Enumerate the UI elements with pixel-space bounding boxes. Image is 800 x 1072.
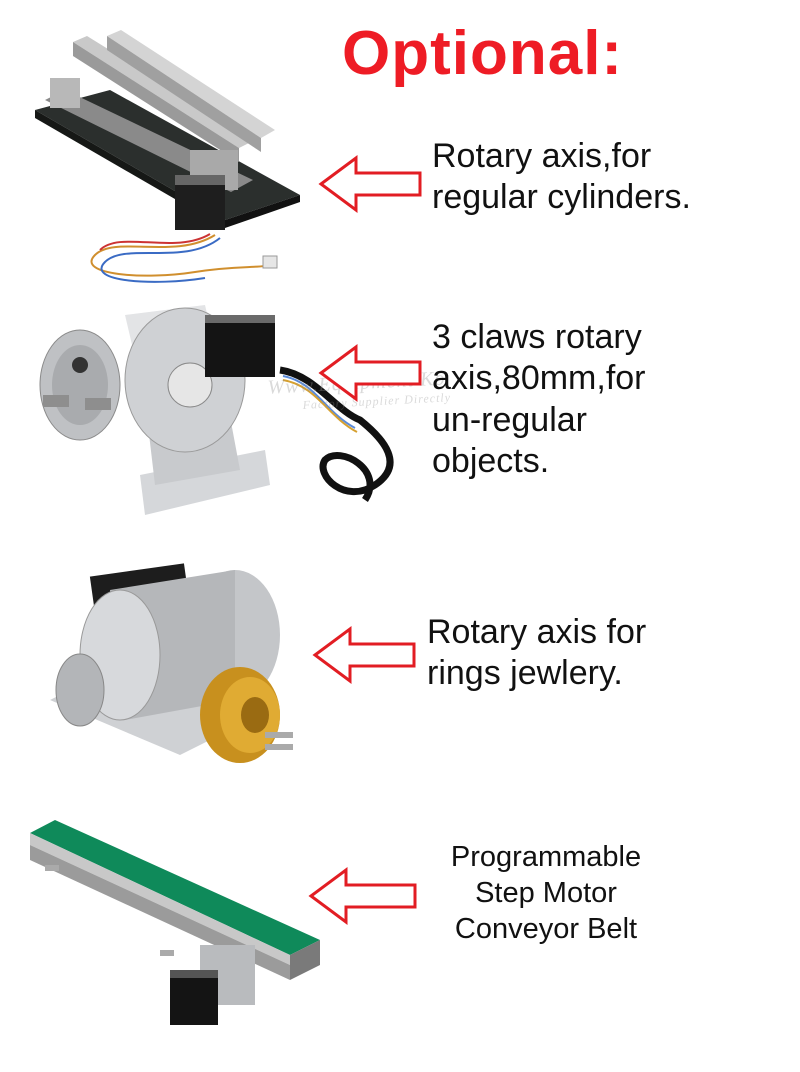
caption-rotary-axis-3-claws: 3 claws rotary axis,80mm,for un-regular …: [432, 318, 646, 481]
chuck-rotary-axis-image: [39, 305, 394, 515]
arrow-left-icon: [318, 344, 422, 402]
caption-rotary-axis-rings: Rotary axis for rings jewlery.: [427, 613, 647, 693]
conveyor-belt-image: [30, 820, 320, 1025]
arrow-left-icon: [318, 155, 422, 213]
page-title: Optional:: [342, 19, 624, 88]
caption-rotary-axis-regular: Rotary axis,for regular cylinders.: [432, 137, 691, 217]
ring-rotary-axis-image: [50, 563, 293, 763]
arrow-left-icon: [308, 867, 417, 925]
arrow-left-icon: [312, 626, 416, 684]
caption-conveyor-belt: Programmable Step Motor Conveyor Belt: [450, 841, 642, 945]
roller-rotary-axis-image: [35, 30, 300, 283]
